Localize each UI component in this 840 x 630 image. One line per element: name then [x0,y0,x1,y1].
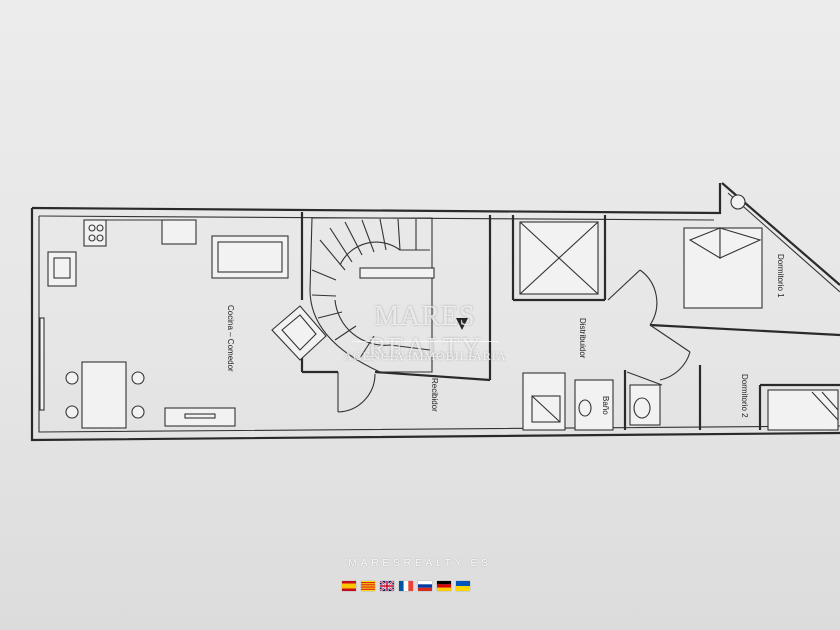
language-flags [342,581,502,595]
dining-table [65,361,145,429]
flag-gb-icon[interactable] [380,581,394,591]
doors [337,269,691,413]
bathroom-fixtures [522,372,661,431]
bed [683,194,763,309]
label-bath: Baño [601,396,610,415]
spiral-stair [309,217,468,373]
label-kitchen-dining: Cocina – Comedor [226,305,235,372]
label-bedroom2: Dormitorio 2 [740,374,749,418]
label-bedroom1: Dormitorio 1 [776,254,785,298]
flag-ca-icon[interactable] [361,581,375,591]
wardrobe [767,389,839,431]
label-distributor: Distribuidor [578,318,587,359]
flag-ru-icon[interactable] [418,581,432,591]
kitchen-fixtures [39,219,236,427]
label-hall: Recibidor [430,378,439,412]
website-text[interactable]: MARESREALTY.ES [348,557,492,569]
partitions [300,212,840,430]
flag-ua-icon[interactable] [456,581,470,591]
flag-es-icon[interactable] [342,581,356,591]
flag-de-icon[interactable] [437,581,451,591]
flag-fr-icon[interactable] [399,581,413,591]
lightwell [519,221,599,295]
living-furniture [211,235,327,361]
